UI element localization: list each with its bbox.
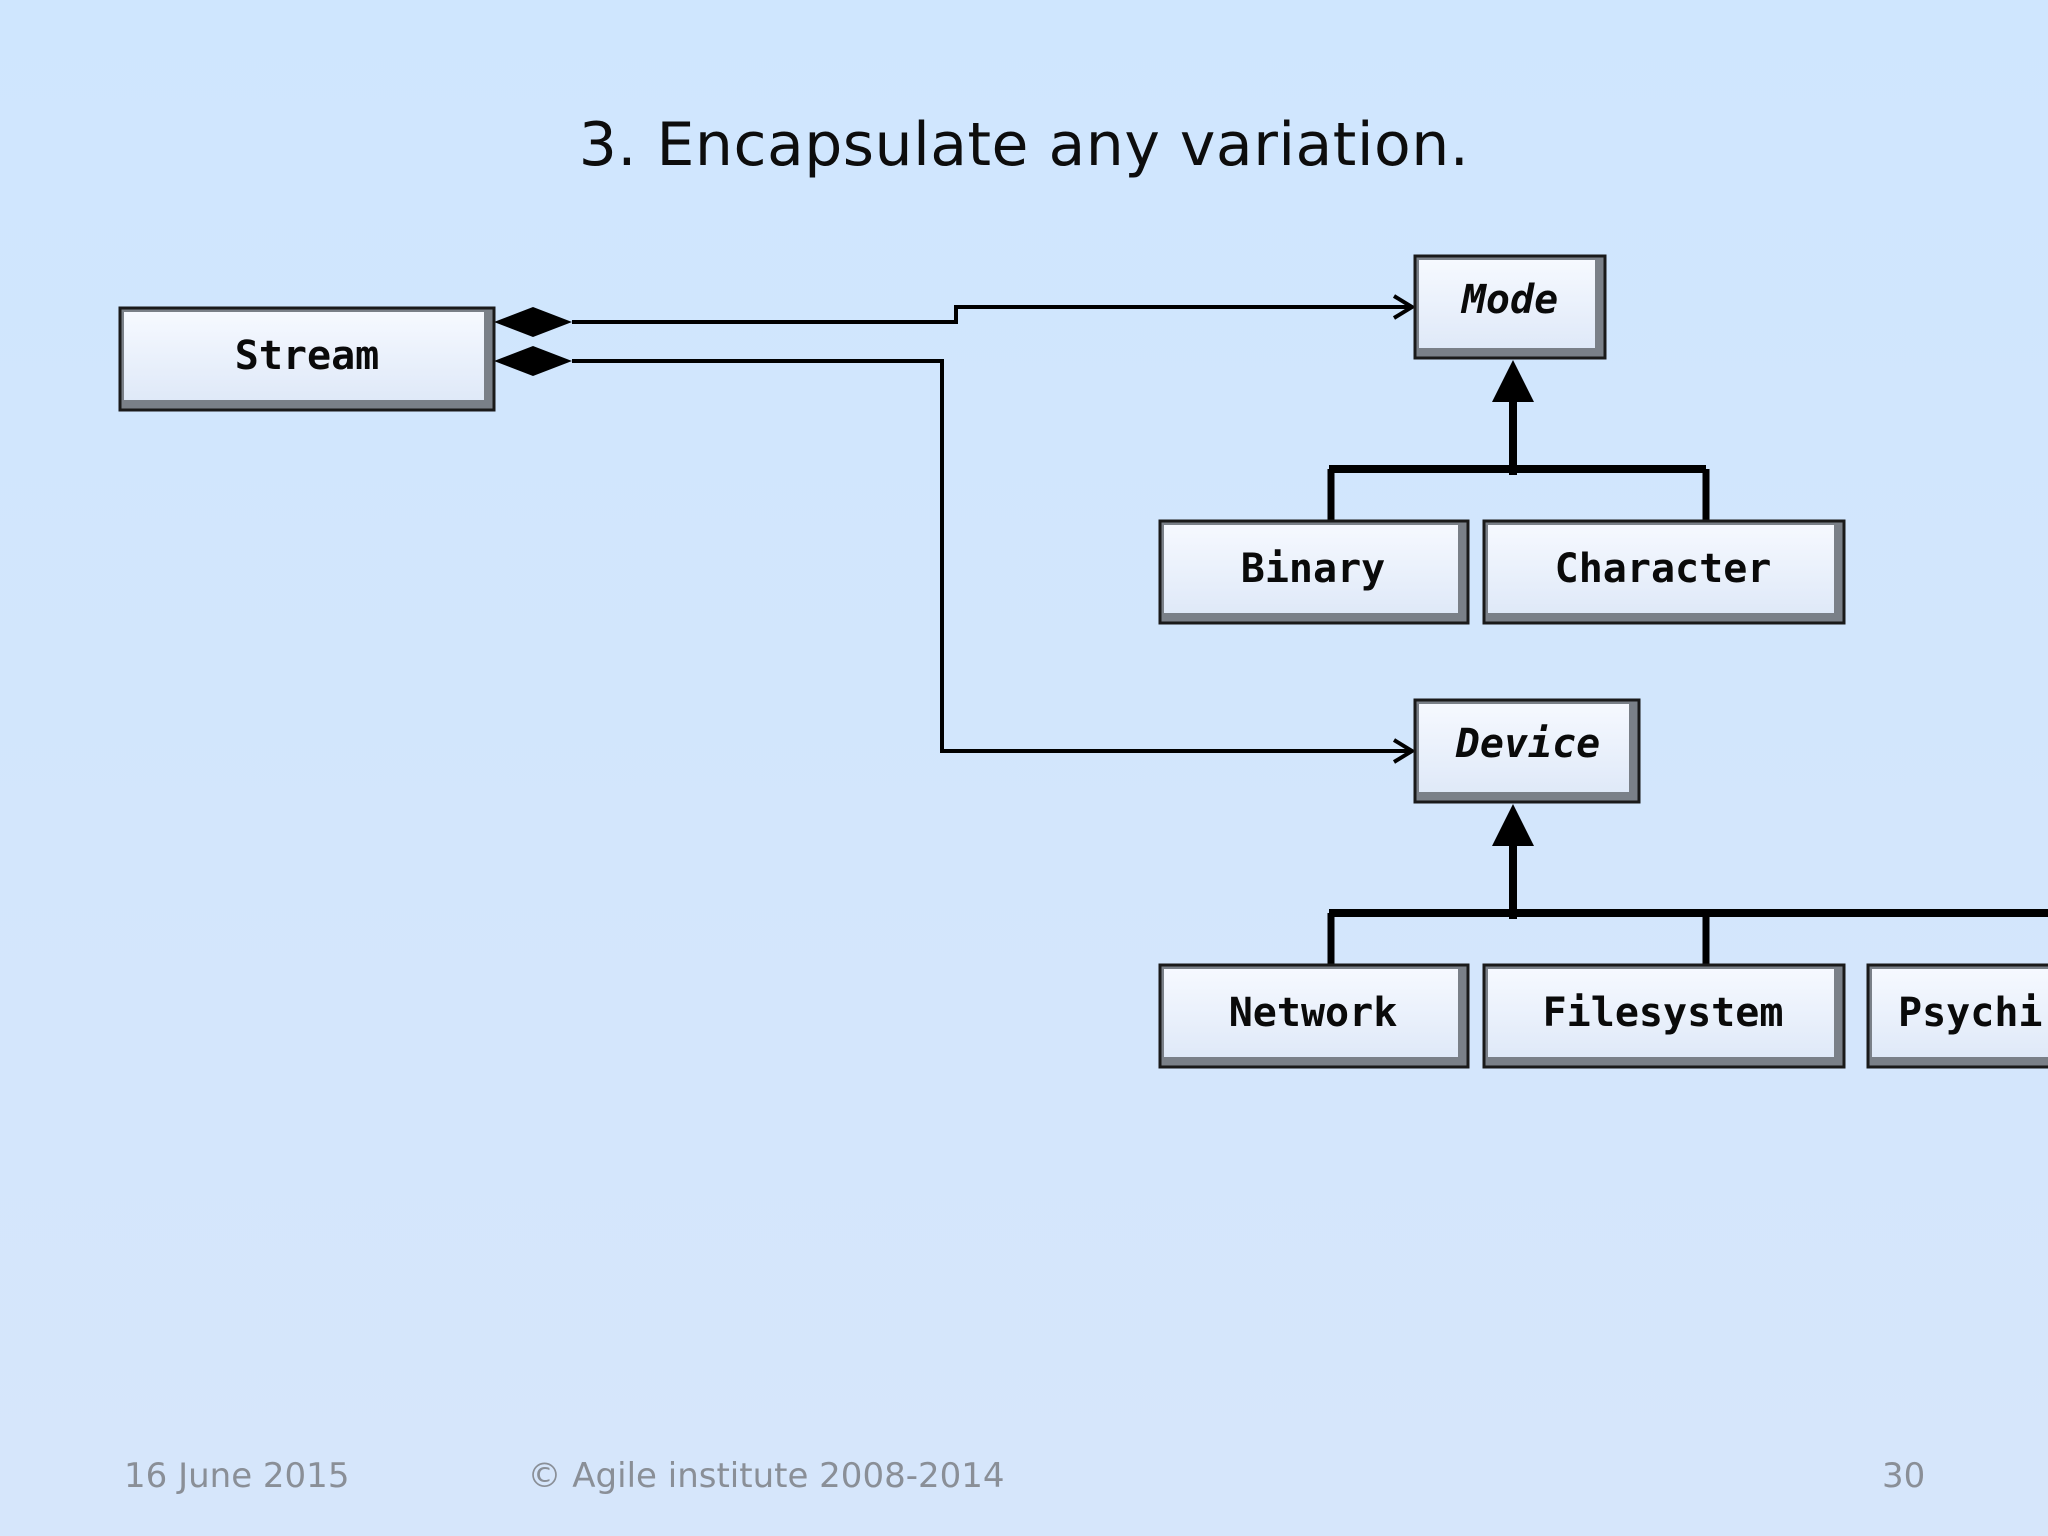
class-box-mode[interactable]: Mode [1413, 254, 1607, 360]
mode-generalization-triangle [1492, 360, 1534, 402]
class-box-device[interactable]: Device [1413, 698, 1641, 804]
class-name-device: Device [1455, 721, 1601, 767]
class-name-character: Character [1555, 546, 1772, 592]
class-name-psychic: Psychi [1898, 990, 2043, 1036]
class-box-character[interactable]: Character [1482, 519, 1846, 625]
class-name-stream: Stream [235, 333, 380, 379]
class-box-filesystem[interactable]: Filesystem [1482, 963, 1846, 1069]
stream-mode-association-line [572, 305, 1412, 324]
slide-title: 3. Encapsulate any variation. [578, 110, 1470, 180]
class-box-network[interactable]: Network [1158, 963, 1470, 1069]
class-box-psychic[interactable]: Psychi [1866, 963, 2048, 1069]
class-name-mode: Mode [1460, 277, 1558, 323]
footer-date: 16 June 2015 [124, 1456, 350, 1496]
stream-mode-composition-diamond [494, 307, 572, 337]
class-name-binary: Binary [1241, 546, 1386, 592]
class-name-filesystem: Filesystem [1543, 990, 1784, 1036]
class-name-network: Network [1229, 990, 1398, 1036]
stream-device-association-line [572, 359, 1412, 753]
class-box-binary[interactable]: Binary [1158, 519, 1470, 625]
footer-copyright: © Agile institute 2008-2014 [527, 1456, 1005, 1496]
device-generalization-triangle [1492, 804, 1534, 846]
footer-page-number: 30 [1882, 1456, 1926, 1496]
stream-device-composition-diamond [494, 346, 572, 376]
stream-device-arrowhead [1392, 738, 1416, 764]
connectors [572, 294, 2048, 965]
class-box-stream[interactable]: Stream [118, 306, 496, 412]
stream-mode-arrowhead [1392, 294, 1416, 320]
